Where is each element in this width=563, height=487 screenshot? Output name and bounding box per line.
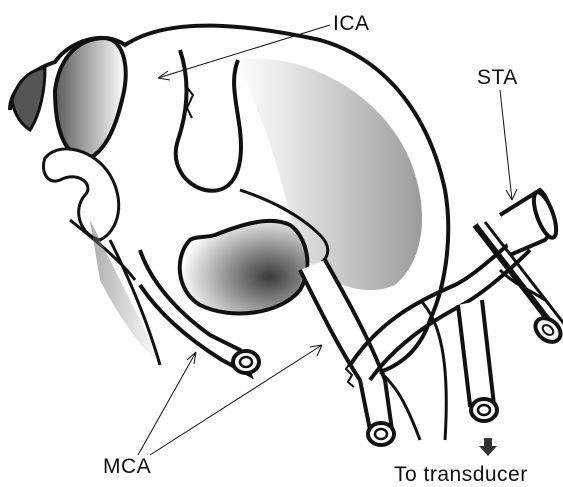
vascular-bulge xyxy=(180,221,308,314)
left-lobe-edge xyxy=(12,68,45,130)
sta-label: STA xyxy=(477,66,518,90)
ica-label: ICA xyxy=(333,12,370,36)
down-arrow-icon xyxy=(479,438,497,456)
mca-loop xyxy=(43,149,118,240)
frontal-lobe xyxy=(55,38,126,158)
ica-vessel xyxy=(176,50,241,191)
mca-label: MCA xyxy=(103,455,151,479)
mca-pointer-left xyxy=(138,352,196,455)
sta-pointer xyxy=(500,90,512,200)
transducer-label: To transducer xyxy=(394,463,528,487)
sta-tube xyxy=(458,300,494,405)
